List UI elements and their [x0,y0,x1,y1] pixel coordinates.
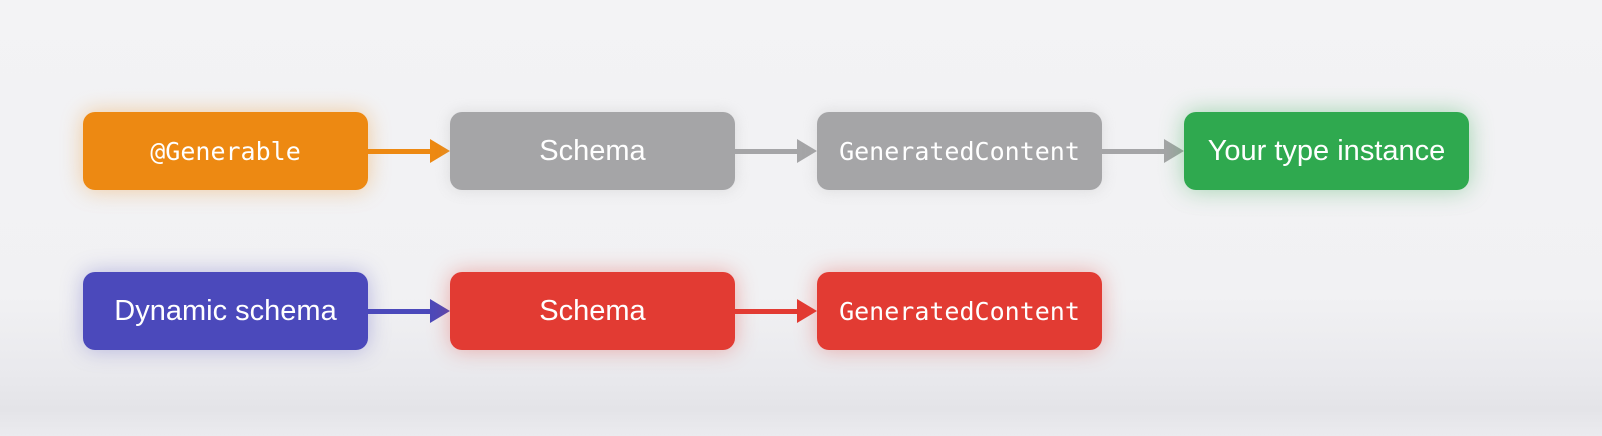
node-generable: @Generable [83,112,368,190]
arrow-right-icon [1102,112,1184,190]
arrow-head [797,139,817,163]
arrow-stem [368,308,430,314]
arrow-stem [368,148,430,154]
node-dynamic-schema: Dynamic schema [83,272,368,350]
arrow-head [430,299,450,323]
arrow-right-icon [368,112,450,190]
flow-row-dynamic-schema: Dynamic schema Schema GeneratedContent [83,272,1102,350]
arrow-head [797,299,817,323]
arrow-right-icon [735,112,817,190]
node-schema-bottom: Schema [450,272,735,350]
arrow-right-icon [735,272,817,350]
arrow-stem [1102,148,1164,154]
flow-row-generable: @Generable Schema GeneratedContent Your … [83,112,1469,190]
node-your-type-instance: Your type instance [1184,112,1469,190]
node-generatedcontent-bottom: GeneratedContent [817,272,1102,350]
node-schema-top: Schema [450,112,735,190]
arrow-head [1164,139,1184,163]
node-generatedcontent-top: GeneratedContent [817,112,1102,190]
arrow-head [430,139,450,163]
arrow-stem [735,148,797,154]
arrow-stem [735,308,797,314]
arrow-right-icon [368,272,450,350]
